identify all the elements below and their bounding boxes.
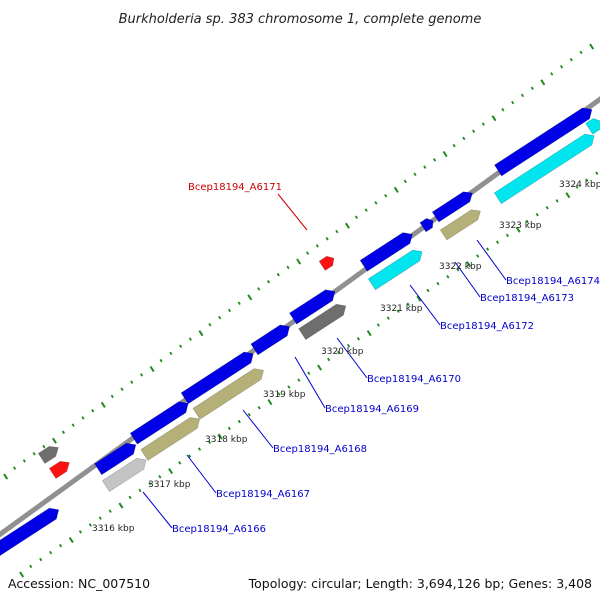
gene-label-bcep18194_a6168[interactable]: Bcep18194_A6168 <box>273 444 367 455</box>
leader-line <box>277 193 308 231</box>
gene-6174-blue[interactable] <box>431 188 475 223</box>
leader-line <box>186 454 217 494</box>
gene-label-bcep18194_a6171[interactable]: Bcep18194_A6171 <box>188 182 282 193</box>
gene-6169-blue[interactable] <box>250 321 293 356</box>
leader-line <box>142 491 173 529</box>
kbp-tick-label: 3319 kbp <box>263 390 306 400</box>
gene-label-bcep18194_a6167[interactable]: Bcep18194_A6167 <box>216 489 310 500</box>
kbp-tick-label: 3323 kbp <box>499 221 542 231</box>
accession-text: Accession: NC_007510 <box>8 576 150 591</box>
gene-features <box>0 104 600 559</box>
outer-tick-track <box>3 43 595 480</box>
gene-6172-blue[interactable] <box>359 229 416 272</box>
gene-label-bcep18194_a6173[interactable]: Bcep18194_A6173 <box>480 293 574 304</box>
gene-label-bcep18194_a6172[interactable]: Bcep18194_A6172 <box>440 321 534 332</box>
leader-line <box>242 409 274 449</box>
kbp-tick-label: 3317 kbp <box>148 480 191 490</box>
gene-6170-blue[interactable] <box>289 286 338 325</box>
gene-label-bcep18194_a6174[interactable]: Bcep18194_A6174 <box>506 276 600 287</box>
kbp-tick-label: 3322 kbp <box>439 262 482 272</box>
gene-labels: Bcep18194_A6171Bcep18194_A6174Bcep18194_… <box>172 182 600 535</box>
gene-lower-left-blue[interactable] <box>0 504 62 559</box>
inner-tick-track <box>19 171 599 578</box>
label-leader-lines <box>142 193 507 529</box>
kbp-tick-label: 3320 kbp <box>321 347 364 357</box>
kbp-tick-label: 3321 kbp <box>380 304 423 314</box>
gene-left-red[interactable] <box>48 458 72 479</box>
gene-6168-blue[interactable] <box>180 348 257 405</box>
gene-6167-khaki[interactable] <box>140 414 203 461</box>
gene-edge-cyan[interactable] <box>585 116 600 135</box>
gene-small-blue[interactable] <box>419 216 436 233</box>
map-title: Burkholderia sp. 383 chromosome 1, compl… <box>119 12 482 27</box>
leader-line <box>336 337 368 379</box>
gene-6167-blue[interactable] <box>129 398 192 445</box>
leader-line <box>409 284 441 326</box>
kbp-tick-label: 3318 kbp <box>205 435 248 445</box>
gene-left-gray[interactable] <box>37 443 61 464</box>
leader-line <box>476 239 507 281</box>
leader-line <box>454 261 481 298</box>
kbp-tick-labels: 3316 kbp 3317 kbp 3318 kbp 3319 kbp 3320 kbp… <box>92 180 600 534</box>
leader-line <box>294 356 326 409</box>
gene-upper-right-blue[interactable] <box>494 104 595 177</box>
gene-label-bcep18194_a6170[interactable]: Bcep18194_A6170 <box>367 374 461 385</box>
kbp-tick-label: 3316 kbp <box>92 524 135 534</box>
genome-summary-text: Topology: circular; Length: 3,694,126 bp… <box>248 576 592 591</box>
gene-6168-khaki[interactable] <box>192 365 267 420</box>
gene-6166-blue[interactable] <box>94 439 140 476</box>
gene-6171-red[interactable] <box>318 254 337 271</box>
gene-6166-gray[interactable] <box>101 454 149 492</box>
gene-6170-gray[interactable] <box>298 300 350 341</box>
gene-6172-cyan[interactable] <box>367 246 425 291</box>
gene-6173-khaki[interactable] <box>439 206 483 241</box>
gene-label-bcep18194_a6166[interactable]: Bcep18194_A6166 <box>172 524 266 535</box>
tick-dot-tracks <box>3 43 599 578</box>
gene-label-bcep18194_a6169[interactable]: Bcep18194_A6169 <box>325 404 419 415</box>
gene-upper-right-cyan[interactable] <box>493 130 598 205</box>
kbp-tick-label: 3324 kbp <box>559 180 600 190</box>
